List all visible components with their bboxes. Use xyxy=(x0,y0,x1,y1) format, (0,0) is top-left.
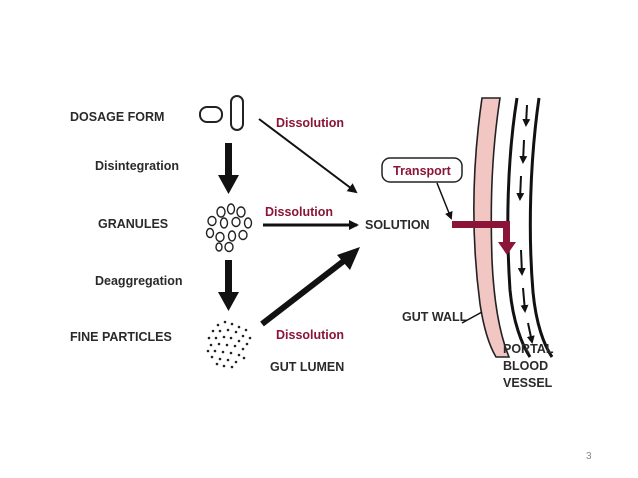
granules-label: GRANULES xyxy=(98,217,168,231)
portal-label-line1: PORTAL xyxy=(503,342,554,356)
dissolution-label-middle: Dissolution xyxy=(265,205,333,219)
tablet-icon xyxy=(199,106,223,123)
dissolution-label-top: Dissolution xyxy=(276,116,344,130)
blood-vessel-wall-right xyxy=(528,97,554,358)
gut-wall-pointer-line xyxy=(461,311,483,324)
capsule-icon xyxy=(230,95,244,131)
deaggregation-arrow xyxy=(218,260,239,311)
transport-red-arrow xyxy=(452,221,516,255)
transport-box: Transport xyxy=(381,157,463,183)
portal-label-line3: VESSEL xyxy=(503,376,553,390)
granules-cluster-icon xyxy=(205,203,253,253)
fine-particles-dots-icon xyxy=(206,320,252,369)
portal-label-line2: BLOOD xyxy=(503,359,548,373)
gut-lumen-label: GUT LUMEN xyxy=(270,360,344,374)
disintegration-label: Disintegration xyxy=(95,159,179,173)
dissolution-arrow-top xyxy=(258,118,358,194)
deaggregation-label: Deaggregation xyxy=(95,274,183,288)
transport-label: Transport xyxy=(393,164,451,178)
dissolution-label-bottom: Dissolution xyxy=(276,328,344,342)
transport-pointer-arrow xyxy=(436,182,453,220)
dosage-form-label: DOSAGE FORM xyxy=(70,110,164,124)
blood-flow-arrows xyxy=(516,104,535,344)
gut-wall-label: GUT WALL xyxy=(402,310,468,324)
solution-label: SOLUTION xyxy=(365,218,430,232)
page-number: 3 xyxy=(586,451,592,462)
dissolution-arrow-bottom xyxy=(260,247,360,327)
fine-particles-label: FINE PARTICLES xyxy=(70,330,172,344)
disintegration-arrow xyxy=(218,143,239,194)
gut-wall-band xyxy=(472,97,511,358)
blood-vessel-wall-left xyxy=(506,97,532,358)
